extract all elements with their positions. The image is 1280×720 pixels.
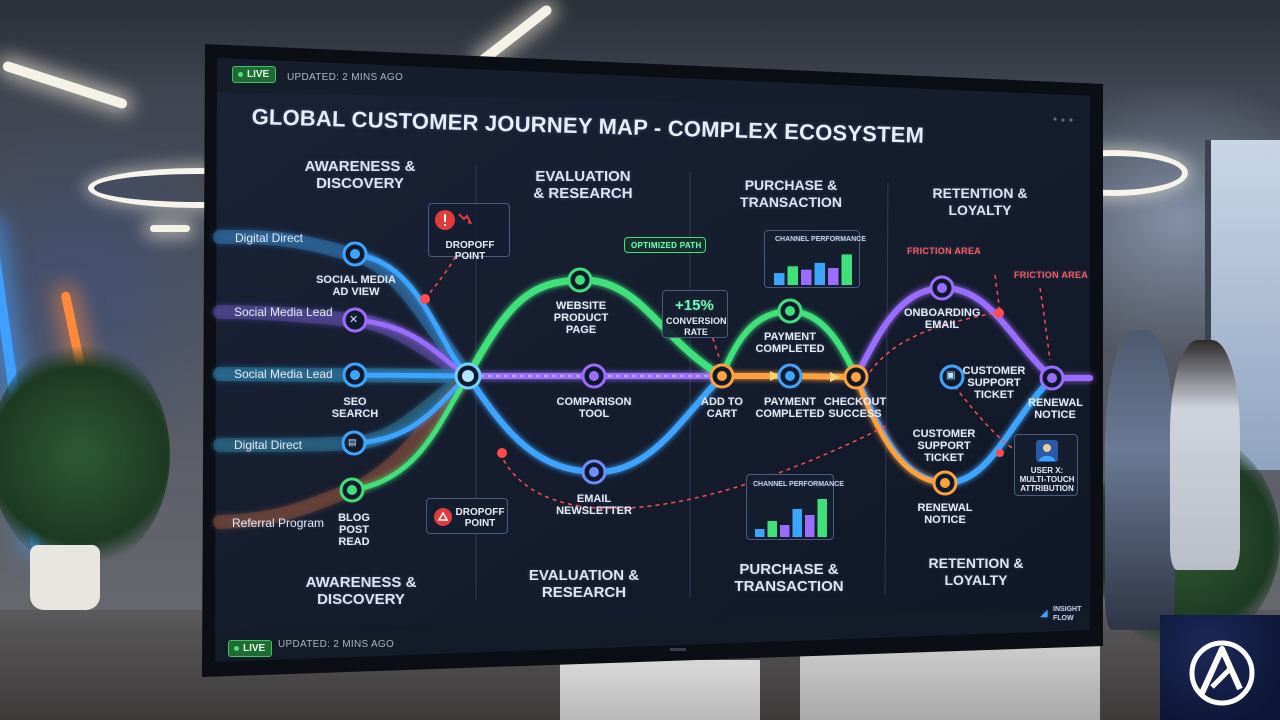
corner-watermark-logo bbox=[1160, 615, 1280, 720]
person-standing bbox=[1105, 330, 1175, 630]
brand-line-1: INSIGHT bbox=[1053, 606, 1082, 613]
dropoff-card-top[interactable]: DROPOFF POINT bbox=[428, 203, 510, 262]
updated-text-top: UPDATED: 2 MINS AGO bbox=[287, 72, 404, 83]
node-comparison-tool: COMPARISON TOOL bbox=[556, 396, 632, 420]
conversion-rate-card[interactable]: +15% CONVERSION RATE bbox=[662, 290, 728, 338]
source-social-media-lead-1: Social Media Lead bbox=[234, 305, 333, 319]
channel-bar-3 bbox=[801, 269, 812, 285]
node-payment-completed-top: PAYMENT COMPLETED bbox=[755, 331, 825, 355]
plant-pot bbox=[30, 545, 100, 610]
node-payment-completed-mid: PAYMENT COMPLETED bbox=[755, 396, 825, 420]
channel-bar-1 bbox=[774, 273, 785, 285]
stage-purchase-bottom: PURCHASE & TRANSACTION bbox=[734, 561, 844, 595]
stage-evaluation-top: EVALUATION & RESEARCH bbox=[533, 168, 633, 202]
dropoff-card-bottom[interactable]: DROPOFF POINT bbox=[426, 498, 508, 534]
channel-bar-2 bbox=[767, 521, 777, 537]
optimized-path-label: OPTIMIZED PATH bbox=[631, 241, 702, 250]
support-icon: ▣ bbox=[946, 370, 956, 381]
channel-bar-2 bbox=[787, 266, 798, 285]
channel-performance-title-top: CHANNEL PERFORMANCE bbox=[775, 236, 866, 243]
stage-purchase-top: PURCHASE & TRANSACTION bbox=[740, 177, 842, 210]
conversion-label: CONVERSION RATE bbox=[666, 316, 727, 337]
user-x-attribution-card[interactable]: USER X: MULTI-TOUCH ATTRIBUTION bbox=[1014, 434, 1078, 496]
user-x-label: USER X: MULTI-TOUCH ATTRIBUTION bbox=[1019, 466, 1075, 493]
stage-awareness-top: AWARENESS & DISCOVERY bbox=[304, 158, 416, 192]
node-onboarding-email: ONBOARDING EMAIL bbox=[904, 307, 981, 331]
dashboard-title: GLOBAL CUSTOMER JOURNEY MAP - COMPLEX EC… bbox=[251, 104, 925, 148]
x-social-icon: ✕ bbox=[349, 314, 359, 326]
browser-icon: ▤ bbox=[348, 437, 357, 447]
channel-bar-3 bbox=[780, 525, 790, 537]
node-renewal-notice-right: RENEWAL NOTICE bbox=[1028, 397, 1083, 421]
channel-performance-card-bottom[interactable]: CHANNEL PERFORMANCE bbox=[746, 474, 844, 540]
channel-performance-bars-top bbox=[774, 254, 852, 285]
channel-bar-6 bbox=[817, 499, 827, 537]
plant-left bbox=[0, 340, 170, 570]
channel-bar-6 bbox=[841, 254, 852, 285]
alert-icon bbox=[434, 508, 452, 526]
channel-bar-4 bbox=[792, 509, 802, 537]
person-talking bbox=[1170, 340, 1240, 570]
stage-evaluation-bottom: EVALUATION & RESEARCH bbox=[528, 567, 640, 601]
conversion-percent: +15% bbox=[675, 297, 714, 314]
live-badge-bottom: LIVE bbox=[228, 640, 273, 657]
stage-retention-top: RETENTION & LOYALTY bbox=[932, 185, 1028, 218]
friction-area-label-1: FRICTION AREA bbox=[907, 246, 982, 256]
dropoff-label-bottom: DROPOFF POINT bbox=[455, 507, 505, 529]
brand-line-2: FLOW bbox=[1053, 615, 1074, 622]
channel-performance-title-bottom: CHANNEL PERFORMANCE bbox=[753, 481, 844, 488]
warning-icon bbox=[435, 210, 472, 230]
node-renewal-notice-bottom: RENEWAL NOTICE bbox=[917, 502, 973, 526]
source-social-media-lead-2: Social Media Lead bbox=[234, 367, 333, 381]
node-customer-support-bottom: CUSTOMER SUPPORT TICKET bbox=[912, 428, 976, 464]
node-add-to-cart: ADD TO CART bbox=[701, 396, 743, 420]
ceiling-light-small bbox=[150, 225, 190, 232]
source-digital-direct-1: Digital Direct bbox=[235, 231, 304, 245]
source-digital-direct-2: Digital Direct bbox=[234, 438, 303, 452]
channel-bar-5 bbox=[805, 515, 815, 537]
friction-area-label-2: FRICTION AREA bbox=[1014, 270, 1089, 280]
channel-bar-5 bbox=[828, 268, 839, 285]
node-blog-post: BLOG POST READ bbox=[338, 512, 370, 548]
user-avatar-icon bbox=[1036, 440, 1058, 462]
node-seo-search: SEO SEARCH bbox=[331, 396, 379, 420]
dropoff-label-top: DROPOFF POINT bbox=[445, 240, 495, 262]
source-referral-program: Referral Program bbox=[232, 516, 325, 530]
node-email-newsletter: EMAIL NEWSLETTER bbox=[556, 493, 632, 517]
channel-bar-1 bbox=[755, 529, 765, 537]
channel-performance-card-top[interactable]: CHANNEL PERFORMANCE bbox=[764, 230, 866, 288]
node-website-product-page: WEBSITE PRODUCT PAGE bbox=[553, 300, 609, 336]
stage-awareness-bottom: AWARENESS & DISCOVERY bbox=[305, 574, 417, 608]
channel-performance-bars-bottom bbox=[755, 499, 827, 537]
stage-retention-bottom: RETENTION & LOYALTY bbox=[928, 555, 1024, 588]
channel-bar-4 bbox=[814, 262, 825, 285]
updated-text-bottom: UPDATED: 2 MINS AGO bbox=[278, 639, 395, 650]
node-checkout-success: CHECKOUT SUCCESS bbox=[823, 396, 887, 420]
insight-flow-icon: ◢ bbox=[1040, 608, 1048, 619]
node-customer-support-top: CUSTOMER SUPPORT TICKET bbox=[962, 365, 1026, 401]
live-badge-top: LIVE bbox=[232, 66, 277, 83]
node-social-media-ad: SOCIAL MEDIA AD VIEW bbox=[316, 274, 396, 298]
optimized-path-tag: OPTIMIZED PATH bbox=[624, 237, 706, 253]
